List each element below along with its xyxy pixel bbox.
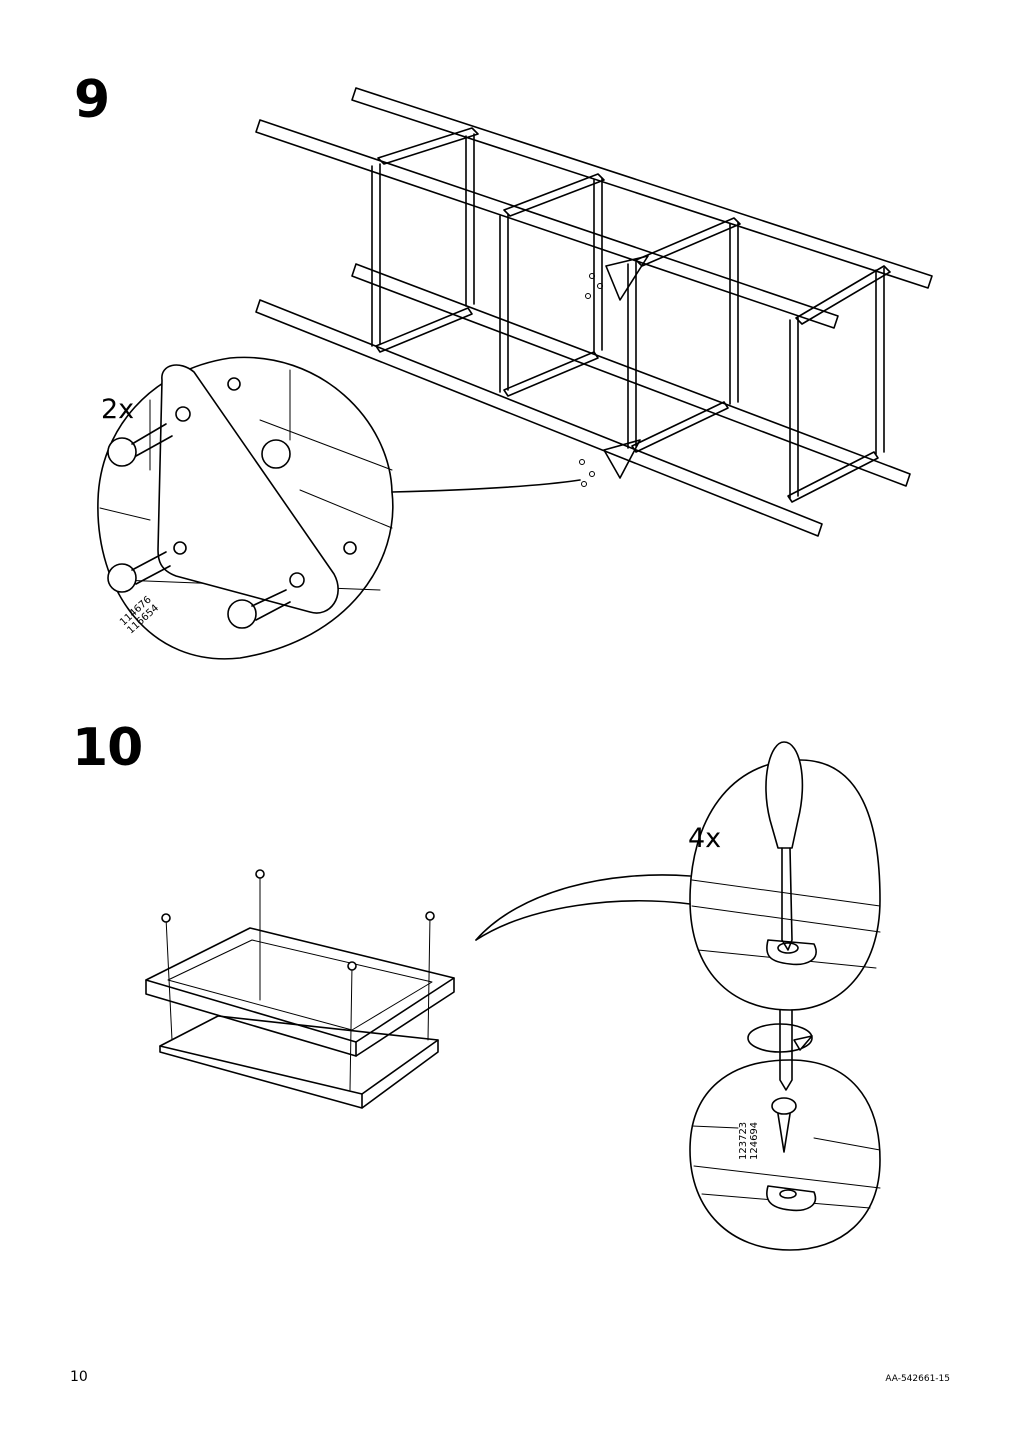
frame-connector-plate-bottom — [579, 439, 641, 487]
quantity-label-step10: 4x — [688, 823, 722, 854]
step9-illustration — [97, 87, 933, 660]
step10-magnifier-lower — [689, 1059, 881, 1251]
clockwise-arrow-icon — [747, 1023, 813, 1053]
frame-top-front-rail — [255, 119, 839, 329]
step10-callout-leader — [475, 874, 691, 941]
frame-connector-plate-top — [585, 255, 649, 301]
step10-callout-leader-2 — [475, 900, 691, 941]
step9-magnifier — [97, 356, 394, 660]
frame-top-back-rail — [351, 87, 933, 289]
part-numbers-step10: 123723 124694 — [738, 1121, 760, 1160]
step-number-10: 10 — [72, 718, 143, 778]
step-number-9: 9 — [74, 70, 110, 130]
drawer-frame — [145, 927, 455, 1057]
step9-callout-leader — [391, 479, 581, 493]
quantity-label-step9: 2x — [101, 394, 135, 425]
step10-magnifier-upper — [689, 759, 881, 1011]
page-number: 10 — [70, 1369, 88, 1385]
screwdriver-icon — [765, 741, 804, 1091]
frame-vertical-posts — [371, 133, 885, 499]
document-code: AA-542661-15 — [885, 1374, 950, 1384]
wood-screw-icon — [161, 869, 435, 1091]
machine-screw-icon — [107, 423, 291, 629]
base-board — [159, 1015, 439, 1109]
